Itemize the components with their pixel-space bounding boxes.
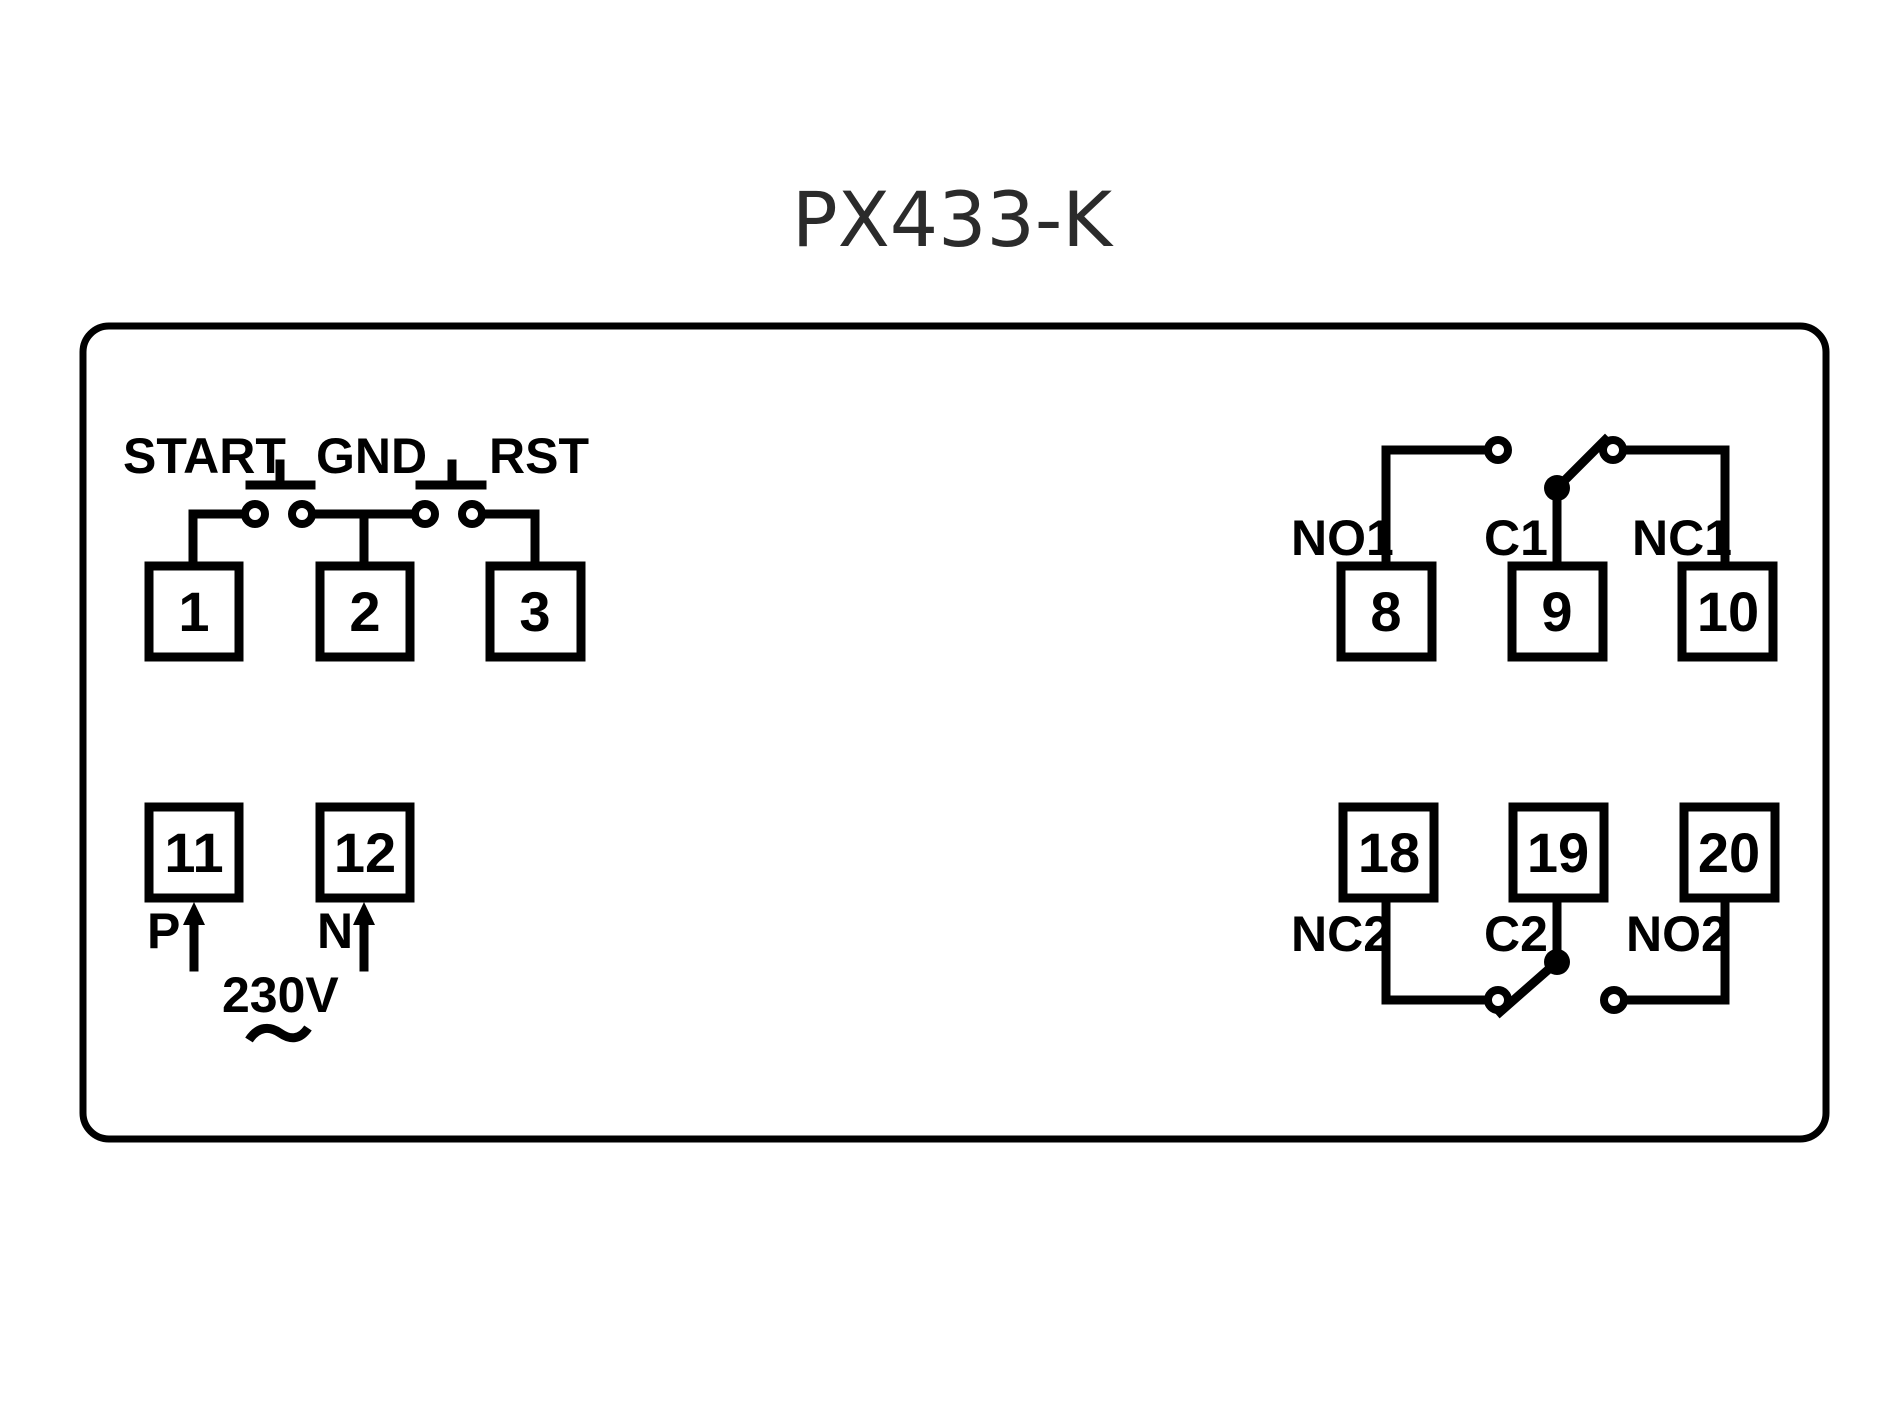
terminal-9-label: 9 [1541, 580, 1572, 643]
terminal-10-label: 10 [1697, 580, 1759, 643]
terminal-12 [315, 802, 415, 903]
terminal-19-label: 19 [1527, 821, 1589, 884]
contact-nc1-icon [1599, 436, 1627, 464]
wire-3-rst [480, 509, 540, 570]
terminal-11 [144, 802, 244, 903]
terminal-1 [144, 561, 244, 662]
terminal-8 [1336, 561, 1437, 662]
label-no2: NO2 [1626, 906, 1729, 962]
terminal-20-label: 20 [1698, 821, 1760, 884]
common-pivot-c1-icon [1544, 475, 1570, 501]
terminal-2-label: 2 [349, 580, 380, 643]
ac-sine-icon [245, 1023, 312, 1043]
relay-1-group: NO1 C1 NC1 8 9 10 [1291, 433, 1778, 662]
label-nc2: NC2 [1291, 906, 1391, 962]
terminal-12-label: 12 [334, 821, 396, 884]
diagram-title: PX433-K [792, 175, 1114, 264]
label-p: P [147, 903, 180, 959]
wire-no2 [1620, 893, 1730, 1005]
wire-1-start [188, 509, 250, 570]
label-voltage: 230V [222, 967, 339, 1023]
terminal-2 [315, 561, 415, 662]
power-supply-group: 11 12 P N 230V [144, 802, 415, 1043]
label-c2: C2 [1484, 906, 1548, 962]
label-no1: NO1 [1291, 510, 1394, 566]
terminal-3-label: 3 [519, 580, 550, 643]
terminal-10 [1677, 561, 1778, 662]
arrow-up-p-icon [183, 902, 205, 972]
terminal-11-label: 11 [164, 821, 223, 884]
common-pivot-c2-icon [1544, 949, 1570, 975]
terminal-8-label: 8 [1370, 580, 1401, 643]
contact-start-b-icon [288, 500, 316, 528]
wire-nc1 [1620, 445, 1730, 570]
wire-no1 [1381, 445, 1494, 570]
pushbutton-start-icon [245, 459, 316, 490]
input-group-start-gnd-rst: START GND RST 1 2 3 [123, 428, 589, 662]
label-rst: RST [489, 428, 589, 484]
relay-2-group: 18 19 20 NC2 C2 NO2 [1291, 802, 1780, 1019]
label-start: START [123, 428, 286, 484]
arrow-up-n-icon [353, 902, 375, 972]
contact-rst-b-icon [458, 500, 486, 528]
wire-nc2 [1381, 893, 1495, 1005]
contact-rst-a-icon [411, 500, 439, 528]
contact-no1-icon [1484, 436, 1512, 464]
terminal-18-label: 18 [1358, 821, 1420, 884]
label-gnd: GND [316, 428, 427, 484]
pushbutton-rst-icon [415, 459, 487, 490]
label-c1: C1 [1484, 510, 1548, 566]
contact-no2-icon [1600, 986, 1628, 1014]
label-nc1: NC1 [1632, 510, 1732, 566]
terminal-3 [485, 561, 586, 662]
device-outline [79, 322, 1830, 1143]
terminal-9 [1507, 561, 1608, 662]
label-n: N [317, 903, 353, 959]
contact-nc2-icon [1484, 986, 1512, 1014]
contact-start-a-icon [241, 500, 269, 528]
terminal-1-label: 1 [178, 580, 209, 643]
